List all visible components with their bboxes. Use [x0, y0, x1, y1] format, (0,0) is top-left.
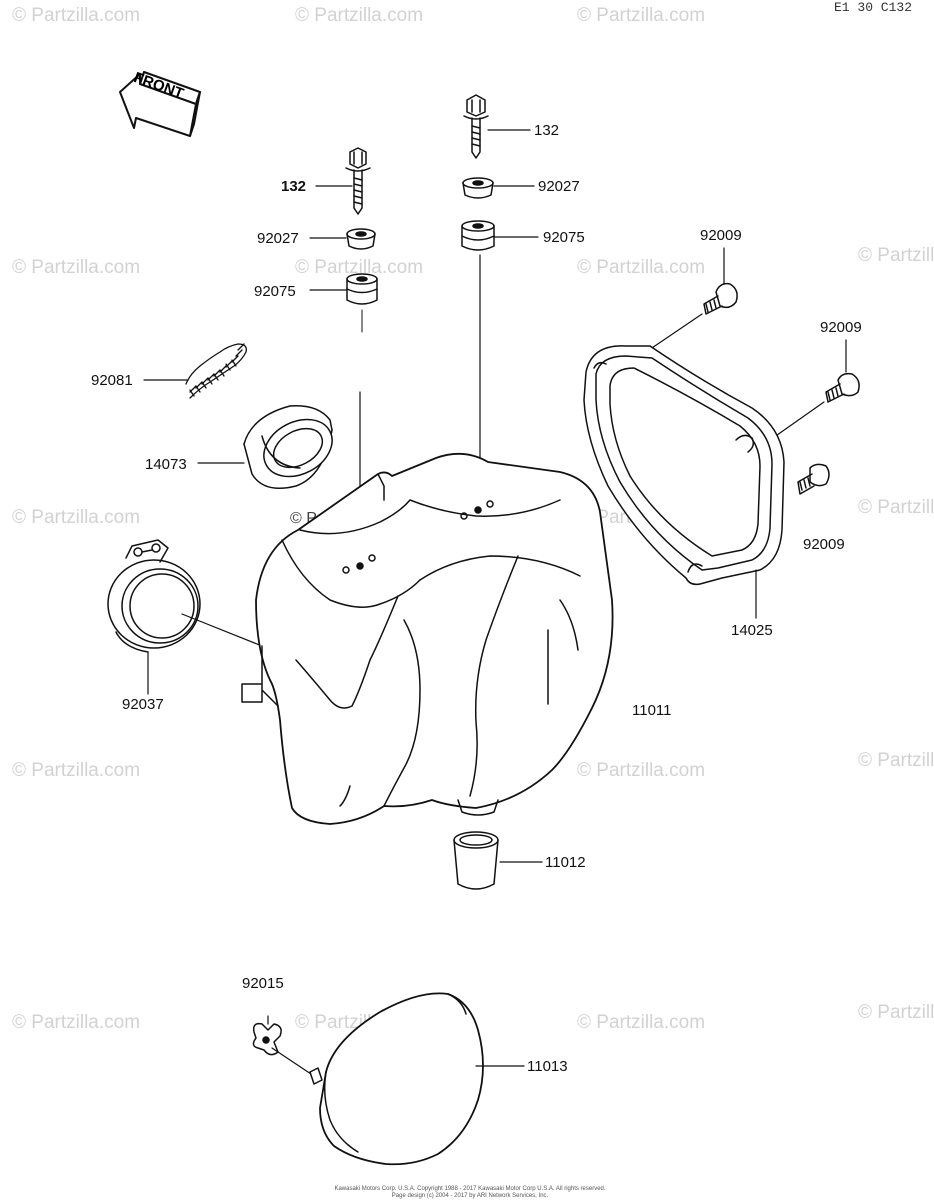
- part-label[interactable]: 92081: [91, 372, 133, 389]
- part-label[interactable]: 92075: [254, 283, 296, 300]
- watermark: © Partzilla.com: [12, 507, 141, 528]
- screw-92009-c-icon: [797, 463, 830, 495]
- wing-nut-92015-icon: [252, 1022, 282, 1056]
- watermark: © Partzilla.com: [577, 760, 706, 781]
- watermark: © Partzilla.com: [577, 5, 706, 26]
- part-label[interactable]: 92027: [538, 178, 580, 195]
- watermark: © Partzilla.com: [577, 257, 706, 278]
- watermark: © Partzilla.com: [858, 497, 934, 518]
- part-label[interactable]: 132: [534, 122, 560, 139]
- part-label[interactable]: 92009: [803, 536, 845, 553]
- screw-92009-a-icon: [703, 282, 738, 315]
- grommet-92075-right-icon: [461, 220, 495, 251]
- part-label[interactable]: 14073: [145, 456, 187, 473]
- watermark: © Partzilla.com: [295, 257, 424, 278]
- part-label[interactable]: 11011: [632, 702, 672, 719]
- front-arrow-icon: [119, 71, 201, 137]
- screw-92009-b-icon: [825, 372, 860, 403]
- watermark: © Partzilla.com: [295, 5, 424, 26]
- airbox-11011-icon: [241, 452, 614, 825]
- part-label[interactable]: 92015: [242, 975, 284, 992]
- watermark: © Partzilla.com: [858, 750, 934, 771]
- copyright-line: Kawasaki Motors Corp. U.S.A. Copyright 1…: [334, 1186, 606, 1192]
- part-label[interactable]: 92075: [543, 229, 585, 246]
- bolt-132-right-icon: [463, 94, 489, 159]
- part-label[interactable]: 11012: [545, 854, 586, 871]
- watermark: © Partzilla.com: [12, 5, 141, 26]
- part-label[interactable]: 92027: [257, 230, 299, 247]
- part-label[interactable]: 92037: [122, 696, 164, 713]
- drain-cap-11012-icon: [453, 831, 499, 890]
- part-label[interactable]: 92009: [700, 227, 742, 244]
- bolt-132-left-icon: [345, 147, 371, 215]
- part-label[interactable]: 132: [281, 178, 307, 195]
- watermark: © Partzilla.com: [577, 1012, 706, 1033]
- watermark: © Partzilla.com: [12, 257, 141, 278]
- part-label[interactable]: 14025: [731, 622, 773, 639]
- part-label[interactable]: 92009: [820, 319, 862, 336]
- collar-92027-left-icon: [346, 228, 376, 250]
- copyright-notice: Kawasaki Motors Corp. U.S.A. Copyright 1…: [300, 1186, 640, 1200]
- filter-element-11013-icon: [309, 992, 484, 1166]
- watermark: © Partzilla.com: [858, 1002, 934, 1023]
- grommet-92075-left-icon: [346, 273, 378, 305]
- clamp-92037-icon: [107, 539, 201, 653]
- part-label[interactable]: 11013: [527, 1058, 568, 1075]
- watermark: © Partzilla.com: [12, 1012, 141, 1033]
- diagram-reference: E1 30 C132: [833, 0, 912, 15]
- spring-92081-icon: [185, 343, 247, 399]
- gasket-14025-icon: [583, 345, 785, 586]
- duct-14073-icon: [243, 405, 333, 489]
- watermark: © Partzilla.com: [858, 245, 934, 266]
- collar-92027-right-icon: [462, 177, 494, 199]
- watermark: © Partzilla.com: [12, 760, 141, 781]
- copyright-line: Page design (c) 2004 - 2017 by ARI Netwo…: [391, 1193, 549, 1199]
